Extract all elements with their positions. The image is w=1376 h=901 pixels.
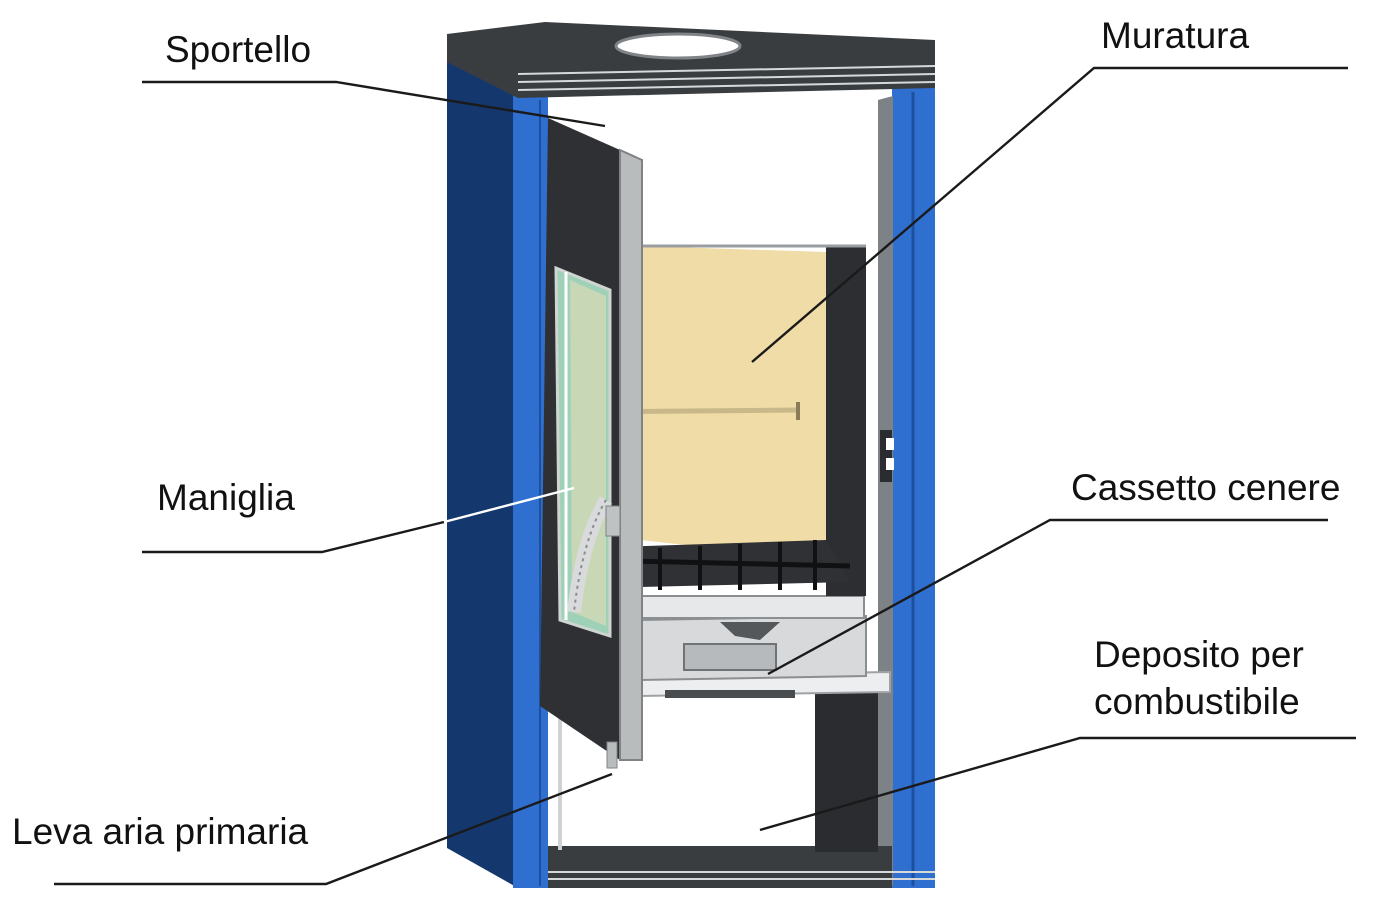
stove-body (447, 22, 936, 888)
leader-maniglia-white (443, 486, 575, 524)
leader-muratura (751, 66, 1348, 363)
label-maniglia: Maniglia (157, 477, 295, 518)
label-deposito-line1: Deposito per (1094, 634, 1304, 675)
door-latch (880, 430, 894, 482)
door-handle (567, 496, 613, 613)
left-front-strip (513, 96, 548, 888)
label-cassetto-cenere: Cassetto cenere (1071, 467, 1340, 508)
left-side-panel (447, 58, 518, 888)
top-cap (447, 22, 935, 98)
label-deposito-line2: combustibile (1094, 681, 1300, 722)
label-sportello: Sportello (165, 29, 311, 70)
fuel-compartment-wall (815, 692, 878, 852)
leader-maniglia (142, 520, 445, 554)
label-muratura: Muratura (1101, 15, 1249, 56)
leader-leva (54, 772, 613, 886)
label-leva-aria-primaria: Leva aria primaria (12, 811, 309, 852)
flue-opening (614, 32, 742, 60)
leader-sportello (142, 80, 606, 128)
leader-lines (54, 66, 1356, 886)
firebrick-lining (640, 246, 826, 560)
primary-air-lever (606, 741, 618, 769)
open-door (540, 118, 643, 769)
bottom-plinth (548, 846, 892, 888)
labels: Sportello Muratura Maniglia Cassetto cen… (12, 15, 1340, 852)
leader-cassetto (767, 518, 1328, 676)
firebox-side-wall (826, 246, 866, 596)
leader-deposito (759, 736, 1356, 832)
